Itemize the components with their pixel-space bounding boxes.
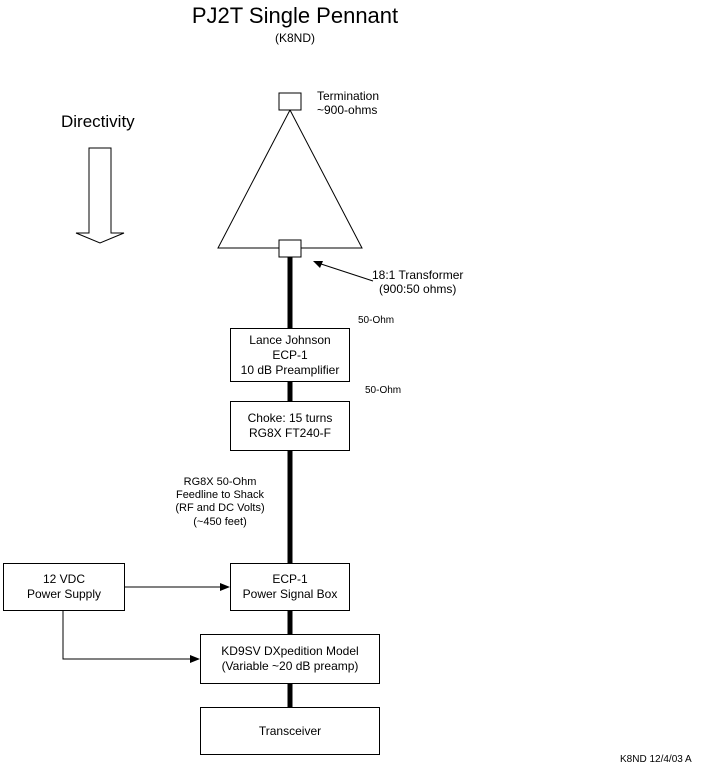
supply-to-dxpedition-line xyxy=(62,611,192,660)
diagram-title: PJ2T Single Pennant xyxy=(191,3,399,28)
feedline-label: RG8X 50-Ohm Feedline to Shack (RF and DC… xyxy=(175,476,265,528)
choke-box: Choke: 15 turns RG8X FT240-F xyxy=(230,401,350,451)
power-signal-box: ECP-1 Power Signal Box xyxy=(230,563,350,611)
impedance-label-lower: 50-Ohm xyxy=(365,385,402,396)
transformer-pointer-arrowhead xyxy=(313,261,323,268)
power-supply-box: 12 VDC Power Supply xyxy=(3,563,125,611)
supply-to-signalbox-arrowhead xyxy=(220,583,230,591)
directivity-arrow-icon xyxy=(75,147,125,244)
supply-to-dxpedition-arrowhead xyxy=(190,655,200,663)
diagram-subtitle: (K8ND) xyxy=(274,31,315,45)
pennant-antenna xyxy=(217,108,363,249)
dxpedition-preamp-box: KD9SV DXpedition Model (Variable ~20 dB … xyxy=(200,634,380,684)
transformer-pointer-line xyxy=(317,262,374,282)
footer-note: K8ND 12/4/03 A xyxy=(620,754,692,765)
termination-box xyxy=(278,92,302,111)
transformer-box xyxy=(278,239,302,258)
impedance-label-upper: 50-Ohm xyxy=(358,315,395,326)
termination-label: Termination ~900-ohms xyxy=(317,89,380,118)
transceiver-box: Transceiver xyxy=(200,707,380,755)
directivity-label: Directivity xyxy=(61,112,135,131)
transformer-label: 18:1 Transformer (900:50 ohms) xyxy=(372,268,464,297)
preamp-box: Lance Johnson ECP-1 10 dB Preamplifier xyxy=(230,328,350,382)
